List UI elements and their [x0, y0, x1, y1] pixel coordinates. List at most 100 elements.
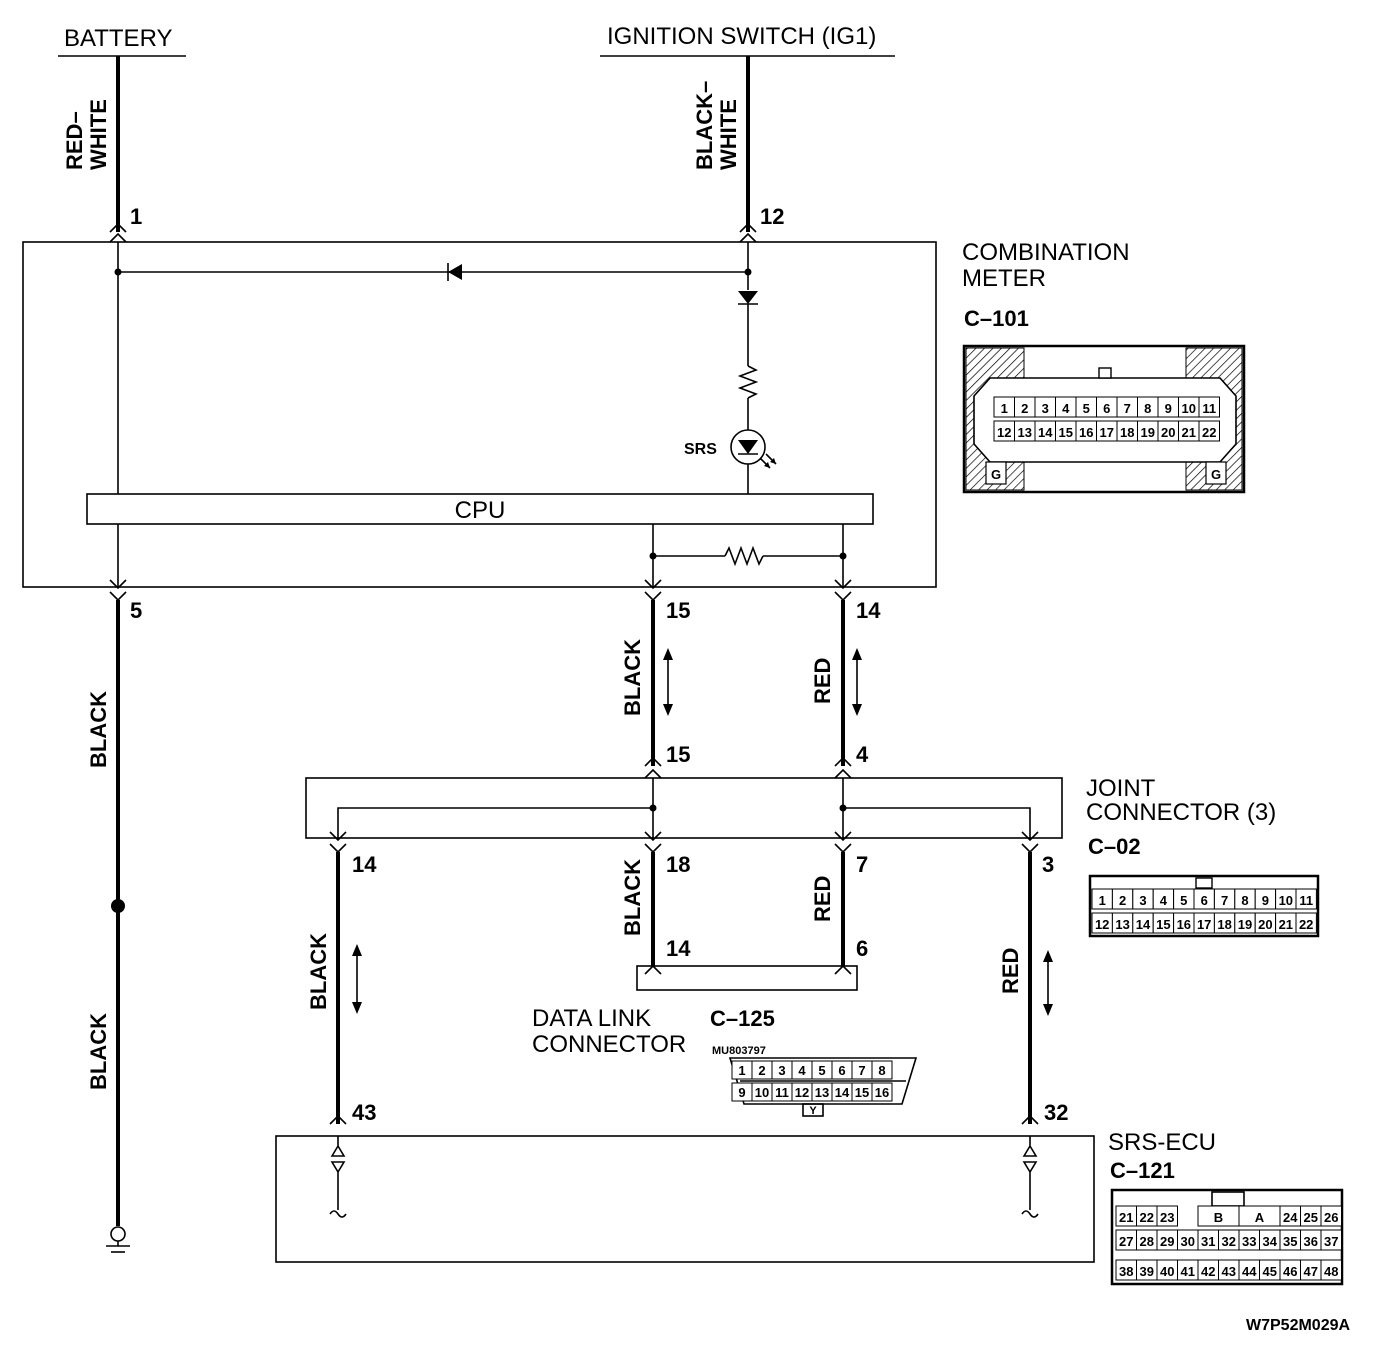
pin-number: 32: [1222, 1234, 1236, 1249]
pin-12: 12: [760, 204, 784, 229]
pin-number: 5: [1083, 401, 1090, 416]
pin-number: 21: [1182, 425, 1196, 440]
pin-number: 22: [1299, 917, 1313, 932]
bidirectional-arrow-icon: [852, 648, 862, 716]
pin-number: 16: [1177, 917, 1191, 932]
pin-number: 42: [1201, 1264, 1215, 1279]
srs-warning-lamp-icon: [730, 429, 777, 469]
pin-cell: [1295, 888, 1317, 910]
splice-dot: [111, 899, 125, 913]
guide-mark-left: G: [991, 467, 1001, 482]
dlc-pin-6: 6: [856, 936, 868, 961]
pin-number: 19: [1141, 425, 1155, 440]
dlc-title-2: CONNECTOR: [532, 1031, 686, 1058]
black-wire-color: BLACK: [620, 639, 645, 716]
srs-pin-43: 43: [352, 1100, 376, 1125]
pin-number: 1: [738, 1063, 745, 1078]
joint-pin-14: 14: [352, 852, 377, 877]
svg-text:WHITE: WHITE: [86, 99, 111, 170]
combination-meter-box: [22, 241, 937, 588]
pin-number: 10: [1279, 893, 1293, 908]
ground-wire-color-upper: BLACK: [86, 691, 111, 768]
pin-number: 41: [1181, 1264, 1195, 1279]
pin-number: 20: [1258, 917, 1272, 932]
pin-14: 14: [856, 598, 881, 623]
pin-cell: [1320, 1205, 1342, 1227]
dlc-black-wire-color: BLACK: [620, 859, 645, 936]
pin-cell: [1198, 396, 1220, 418]
pin-number: 15: [855, 1085, 869, 1100]
pin-number: 29: [1160, 1234, 1174, 1249]
pin-number: 17: [1100, 425, 1114, 440]
combination-meter-title-2: METER: [962, 265, 1046, 292]
pin-number: 39: [1140, 1264, 1154, 1279]
dlc-key-mark: Y: [809, 1105, 817, 1117]
pin-number: 11: [1299, 893, 1313, 908]
joint-pin-3: 3: [1042, 852, 1054, 877]
pin-number: 2: [1021, 401, 1028, 416]
pin-number: 13: [1018, 425, 1032, 440]
combination-meter-connector-id: C–101: [964, 306, 1029, 331]
pin-number: 14: [1136, 917, 1151, 932]
pin-number: 22: [1140, 1210, 1154, 1225]
pin-number: 45: [1263, 1264, 1277, 1279]
pin-number: 6: [1201, 893, 1208, 908]
pin-number: 12: [1095, 917, 1109, 932]
pin-number: 20: [1161, 425, 1175, 440]
pin-number: 1: [1099, 893, 1106, 908]
pin-number: 46: [1283, 1264, 1297, 1279]
dlc-title-1: DATA LINK: [532, 1005, 651, 1032]
srs-pin-32: 32: [1044, 1100, 1068, 1125]
dlc-connector-id: C–125: [710, 1006, 775, 1031]
joint-connector-id: C–02: [1088, 834, 1141, 859]
junction-dot: [114, 268, 122, 276]
srs-ecu-title: SRS-ECU: [1108, 1129, 1216, 1156]
srs-lamp-label: SRS: [684, 441, 717, 458]
pin-number: 21: [1279, 917, 1293, 932]
pin-cell: [1320, 1229, 1342, 1251]
pin-number: 8: [1144, 401, 1151, 416]
pin-number: 6: [1103, 401, 1110, 416]
ground-icon: [106, 1226, 130, 1253]
pin-number: 36: [1304, 1234, 1318, 1249]
red-wire-color: RED: [810, 658, 835, 704]
pin-number: 43: [1222, 1264, 1236, 1279]
pin-number: 7: [1221, 893, 1228, 908]
pin-number: 30: [1181, 1234, 1195, 1249]
pin-number: 8: [878, 1063, 885, 1078]
joint-pin-4: 4: [856, 742, 869, 767]
pin-number: 44: [1242, 1264, 1257, 1279]
pin-number: 35: [1283, 1234, 1297, 1249]
pin-number: 2: [1119, 893, 1126, 908]
pin-cell: [1198, 420, 1220, 442]
dlc-part-number: MU803797: [712, 1045, 766, 1057]
pin-number: 31: [1201, 1234, 1215, 1249]
pin-number: 4: [798, 1063, 806, 1078]
pin-number: 19: [1238, 917, 1252, 932]
resistor-icon: [737, 365, 759, 399]
pin-number: 16: [875, 1085, 889, 1100]
dlc-red-wire-color: RED: [810, 876, 835, 922]
pin-number: 2: [758, 1063, 765, 1078]
pin-number: 38: [1119, 1264, 1133, 1279]
pin-number: A: [1255, 1210, 1265, 1225]
pin-number: 25: [1304, 1210, 1318, 1225]
cpu-label: CPU: [455, 497, 506, 524]
pin-5: 5: [130, 598, 142, 623]
joint-pin-7: 7: [856, 852, 868, 877]
srs-ecu-box: [275, 1135, 1095, 1263]
pin-number: 14: [835, 1085, 850, 1100]
transceiver-icon: [1021, 1136, 1039, 1218]
pin-number: 48: [1324, 1264, 1338, 1279]
pin-number: 40: [1160, 1264, 1174, 1279]
pin-number: 13: [1115, 917, 1129, 932]
transceiver-icon: [329, 1136, 347, 1218]
pin-cell: [1320, 1259, 1342, 1281]
svg-text:BLACK–: BLACK–: [692, 81, 717, 170]
pin-number: 23: [1160, 1210, 1174, 1225]
pin-number: 12: [795, 1085, 809, 1100]
pin-number: 12: [997, 425, 1011, 440]
